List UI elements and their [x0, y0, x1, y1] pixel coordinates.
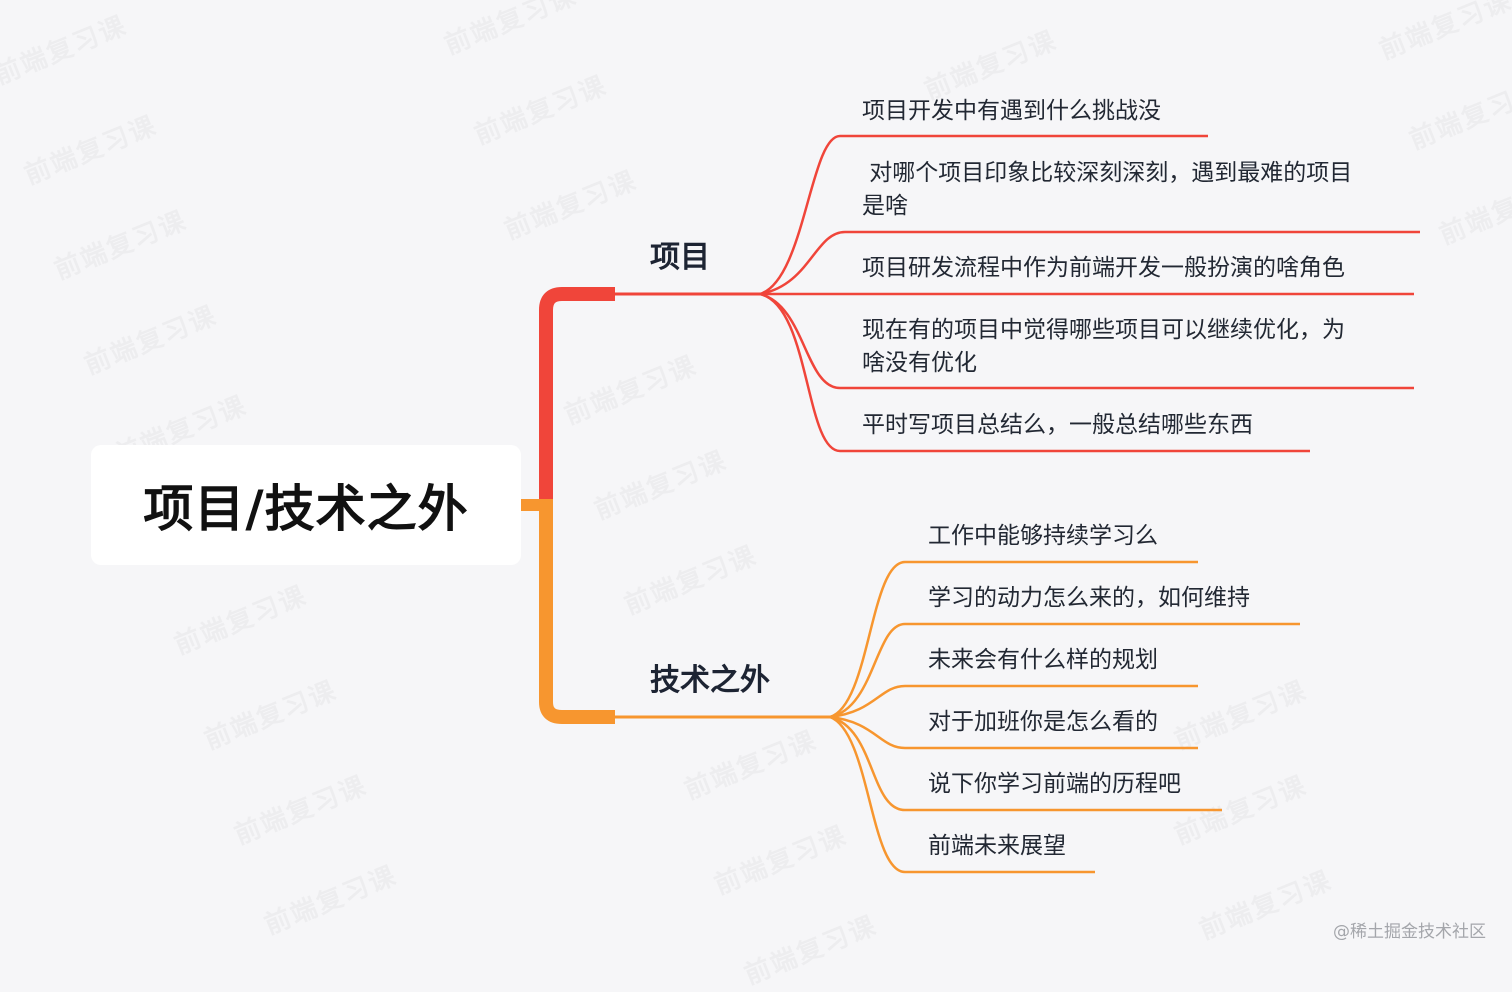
leaf-text: 学习的动力怎么来的，如何维持 [928, 585, 1250, 611]
leaf-text: 对哪个项目印象比较深刻深刻，遇到最难的项目 [862, 160, 1353, 186]
credit-watermark: @稀土掘金技术社区 [1333, 922, 1486, 942]
leaf-text: 项目研发流程中作为前端开发一般扮演的啥角色 [862, 255, 1345, 281]
leaf-text: 对于加班你是怎么看的 [928, 709, 1158, 735]
leaf-text: 啥没有优化 [862, 350, 977, 376]
leaf-node[interactable]: 现在有的项目中觉得哪些项目可以继续优化，为 啥没有优化 [862, 314, 1345, 380]
leaf-text: 是啥 [862, 193, 908, 219]
branch-2-connectors [829, 560, 1300, 874]
branch-node-beyond-tech[interactable]: 技术之外 [650, 663, 770, 698]
leaf-node[interactable]: 对于加班你是怎么看的 [928, 706, 1158, 739]
leaf-node[interactable]: 对哪个项目印象比较深刻深刻，遇到最难的项目 是啥 [862, 157, 1352, 223]
connector-lines [521, 134, 1420, 874]
branch-node-project[interactable]: 项目 [650, 240, 710, 275]
leaf-text: 项目开发中有遇到什么挑战没 [862, 98, 1161, 124]
leaf-node[interactable]: 前端未来展望 [928, 830, 1066, 863]
leaf-text: 平时写项目总结么，一般总结哪些东西 [862, 412, 1253, 438]
leaf-text: 现在有的项目中觉得哪些项目可以继续优化，为 [862, 317, 1345, 343]
root-label: 项目/技术之外 [143, 480, 469, 538]
leaf-node[interactable]: 说下你学习前端的历程吧 [928, 768, 1181, 801]
branch-1-connectors [759, 134, 1420, 453]
leaf-node[interactable]: 工作中能够持续学习么 [928, 520, 1158, 553]
leaf-text: 工作中能够持续学习么 [928, 523, 1158, 549]
leaf-node[interactable]: 未来会有什么样的规划 [928, 644, 1158, 677]
leaf-node[interactable]: 学习的动力怎么来的，如何维持 [928, 582, 1250, 615]
leaf-node[interactable]: 平时写项目总结么，一般总结哪些东西 [862, 409, 1253, 442]
leaf-node[interactable]: 项目研发流程中作为前端开发一般扮演的啥角色 [862, 252, 1345, 285]
leaf-text: 前端未来展望 [928, 833, 1066, 859]
leaf-text: 未来会有什么样的规划 [928, 647, 1158, 673]
leaf-text: 说下你学习前端的历程吧 [928, 771, 1181, 797]
leaf-node[interactable]: 项目开发中有遇到什么挑战没 [862, 95, 1161, 128]
root-node[interactable]: 项目/技术之外 [91, 445, 521, 565]
